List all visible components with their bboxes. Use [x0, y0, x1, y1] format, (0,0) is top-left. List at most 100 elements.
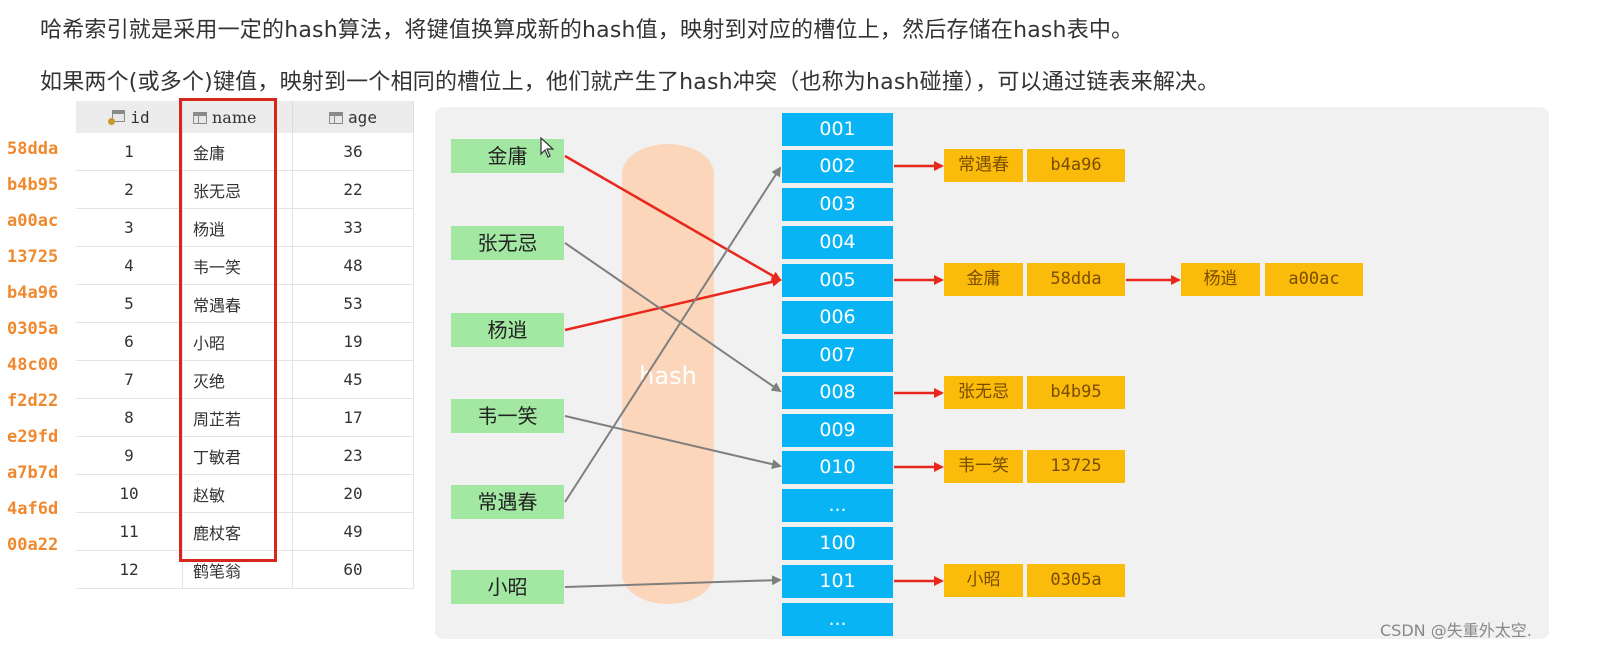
hash-slot: 004: [782, 226, 893, 259]
hash-value: a7b7d: [7, 463, 59, 483]
column-header-label: age: [348, 107, 377, 127]
entry-hash: 0305a: [1027, 564, 1125, 597]
entry-name: 小昭: [944, 564, 1023, 597]
table-header-row: id name age: [76, 101, 414, 133]
key-box: 小昭: [451, 570, 564, 604]
hash-slot: 006: [782, 301, 893, 334]
hash-value: 48c00: [7, 355, 59, 375]
cell-id[interactable]: 10: [76, 474, 183, 513]
entry-hash: b4a96: [1027, 149, 1125, 182]
cell-id[interactable]: 7: [76, 360, 183, 399]
hash-slot: 010: [782, 451, 893, 484]
entry-hash: 58dda: [1027, 263, 1125, 296]
cell-age[interactable]: 19: [292, 322, 414, 361]
key-box: 杨逍: [451, 313, 564, 347]
hash-value: e29fd: [7, 427, 59, 447]
hash-slot: 002: [782, 150, 893, 183]
hash-value: f2d22: [7, 391, 59, 411]
entry-hash: a00ac: [1265, 263, 1363, 296]
hash-slot: ...: [782, 489, 893, 522]
cell-name[interactable]: 鹿杖客: [182, 512, 293, 551]
hash-function-label: hash: [639, 362, 697, 390]
cell-age[interactable]: 33: [292, 208, 414, 247]
entry-name: 杨逍: [1181, 263, 1260, 296]
entry-name: 韦一笑: [944, 450, 1023, 483]
cell-age[interactable]: 20: [292, 474, 414, 513]
primary-key-icon: [108, 109, 126, 126]
mouse-cursor-icon: [540, 137, 555, 158]
hash-slot: ...: [782, 603, 893, 636]
cell-age[interactable]: 23: [292, 436, 414, 475]
entry-hash: 13725: [1027, 450, 1125, 483]
hash-value: 0305a: [7, 319, 59, 339]
column-header-id[interactable]: id: [76, 101, 183, 133]
cell-name[interactable]: 常遇春: [182, 284, 293, 323]
cell-id[interactable]: 8: [76, 398, 183, 437]
hash-value: 13725: [7, 247, 59, 267]
hash-slot: 100: [782, 527, 893, 560]
column-header-label: name: [212, 107, 257, 127]
intro-line-1: 哈希索引就是采用一定的hash算法，将键值换算成新的hash值，映射到对应的槽位…: [40, 18, 1134, 43]
entry-name: 常遇春: [944, 149, 1023, 182]
cell-name[interactable]: 鹤笔翁: [182, 550, 293, 589]
hash-slot: 003: [782, 188, 893, 221]
cell-age[interactable]: 60: [292, 550, 414, 589]
hash-slot: 101: [782, 565, 893, 598]
cell-name[interactable]: 金庸: [182, 133, 293, 171]
cell-age[interactable]: 36: [292, 133, 414, 171]
cell-id[interactable]: 4: [76, 246, 183, 285]
cell-age[interactable]: 49: [292, 512, 414, 551]
column-header-name[interactable]: name: [182, 101, 293, 133]
hash-value-column: 58dda b4b95 a00ac 13725 b4a96 0305a 48c0…: [0, 131, 74, 563]
hash-value: 58dda: [7, 139, 59, 159]
entry-hash: b4b95: [1027, 376, 1125, 409]
cell-name[interactable]: 韦一笑: [182, 246, 293, 285]
watermark: CSDN @失重外太空.: [1380, 621, 1532, 640]
diagram-background: [435, 107, 1549, 639]
hash-value: 00a22: [7, 535, 59, 555]
cell-id[interactable]: 3: [76, 208, 183, 247]
key-box: 常遇春: [451, 485, 564, 519]
cell-id[interactable]: 9: [76, 436, 183, 475]
hash-value: b4a96: [7, 283, 59, 303]
cell-age[interactable]: 17: [292, 398, 414, 437]
cell-id[interactable]: 5: [76, 284, 183, 323]
entry-name: 张无忌: [944, 376, 1023, 409]
hash-slot: 001: [782, 113, 893, 146]
column-header-label: id: [130, 107, 150, 127]
entry-name: 金庸: [944, 263, 1023, 296]
cell-name[interactable]: 灭绝: [182, 360, 293, 399]
cell-name[interactable]: 杨逍: [182, 208, 293, 247]
cell-age[interactable]: 45: [292, 360, 414, 399]
hash-slot: 008: [782, 376, 893, 409]
cell-id[interactable]: 12: [76, 550, 183, 589]
cell-age[interactable]: 22: [292, 170, 414, 209]
cell-name[interactable]: 张无忌: [182, 170, 293, 209]
cell-name[interactable]: 丁敏君: [182, 436, 293, 475]
cell-age[interactable]: 53: [292, 284, 414, 323]
cell-id[interactable]: 11: [76, 512, 183, 551]
cell-name[interactable]: 小昭: [182, 322, 293, 361]
cell-id[interactable]: 1: [76, 133, 183, 171]
cell-id[interactable]: 6: [76, 322, 183, 361]
cell-age[interactable]: 48: [292, 246, 414, 285]
column-icon: [193, 111, 207, 124]
cell-name[interactable]: 赵敏: [182, 474, 293, 513]
cell-id[interactable]: 2: [76, 170, 183, 209]
hash-value: a00ac: [7, 211, 59, 231]
column-header-age[interactable]: age: [292, 101, 414, 133]
cell-name[interactable]: 周芷若: [182, 398, 293, 437]
